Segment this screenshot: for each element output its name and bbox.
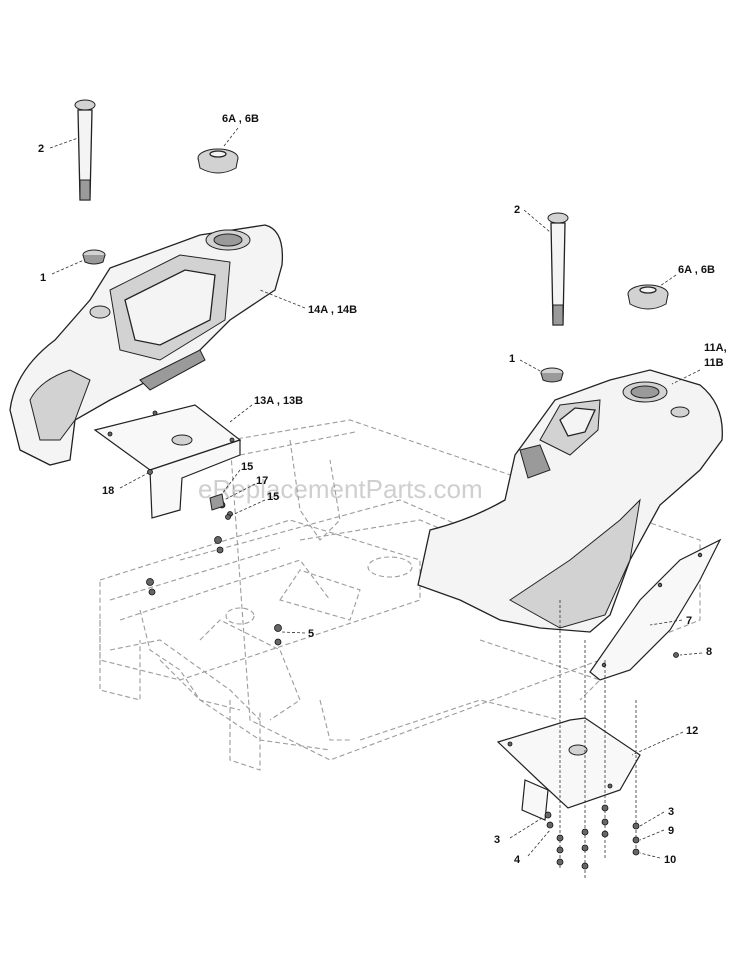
leader-left-plug — [51, 259, 85, 275]
callout-left-hw-c: 15 — [267, 491, 279, 503]
heat-shield — [589, 538, 722, 681]
leader-frame-nut — [281, 631, 306, 634]
callout-right-tank-b: 11B — [704, 357, 724, 369]
right-fuel-cap — [627, 284, 669, 310]
leader-left-gauge — [49, 137, 79, 149]
leader-lockwasher — [639, 829, 665, 841]
leader-left-tank — [259, 289, 306, 309]
callout-left-gauge: 2 — [38, 143, 44, 155]
right-plug — [540, 367, 564, 383]
callout-frame-nut: 5 — [308, 628, 314, 640]
leader-left-bracket — [229, 404, 253, 423]
assembly-lines — [559, 600, 637, 880]
leader-shield-screw — [679, 652, 703, 656]
left-fuel-tank — [9, 224, 284, 466]
callout-left-hw-b: 17 — [256, 475, 268, 487]
callout-left-bracket: 13A , 13B — [254, 395, 303, 407]
callout-right-tank-a: 11A, — [704, 342, 727, 354]
leader-washer-left — [509, 817, 543, 839]
leader-right-plug — [519, 359, 543, 373]
callout-right-gauge: 2 — [514, 204, 520, 216]
callout-nut: 10 — [664, 854, 676, 866]
right-fuel-gauge — [547, 212, 569, 326]
callout-shield-screw: 8 — [706, 646, 712, 658]
leader-right-gauge — [523, 209, 551, 233]
callout-left-plug: 1 — [40, 272, 46, 284]
callout-right-cap: 6A , 6B — [678, 264, 715, 276]
callout-shield: 7 — [686, 615, 692, 627]
callout-right-bracket: 12 — [686, 725, 698, 737]
leader-left-screw — [119, 471, 151, 489]
leader-right-bracket — [631, 731, 684, 756]
shield-screw — [673, 652, 679, 658]
callout-washer-left: 3 — [494, 834, 500, 846]
callout-lockwasher: 9 — [668, 825, 674, 837]
left-plug — [82, 249, 106, 265]
leader-washer-right — [639, 811, 665, 827]
leader-left-hw — [221, 469, 266, 517]
callout-bolt-left: 4 — [514, 854, 521, 866]
left-fuel-gauge — [74, 99, 96, 201]
leader-shield — [649, 619, 683, 626]
left-mounting-bracket — [93, 404, 242, 519]
callout-left-hw-a: 15 — [241, 461, 253, 473]
callout-left-cap: 6A , 6B — [222, 113, 259, 125]
callout-washer-right: 3 — [668, 806, 674, 818]
leader-right-cap — [659, 274, 677, 287]
frame-hardware — [146, 501, 282, 646]
watermark: eReplacementParts.com — [198, 474, 483, 504]
callout-left-screw: 18 — [102, 485, 114, 497]
left-fuel-cap — [197, 148, 239, 174]
left-bracket-hardware — [209, 493, 231, 520]
leader-nut — [639, 852, 661, 859]
bottom-hardware — [544, 804, 640, 870]
leader-left-cap — [223, 127, 239, 147]
callout-left-tank: 14A , 14B — [308, 304, 357, 316]
callout-right-plug: 1 — [509, 353, 515, 365]
leader-right-tank — [671, 369, 701, 385]
right-fuel-tank — [417, 369, 723, 633]
right-mounting-bracket — [496, 717, 641, 821]
leader-bolt-left — [527, 829, 551, 857]
